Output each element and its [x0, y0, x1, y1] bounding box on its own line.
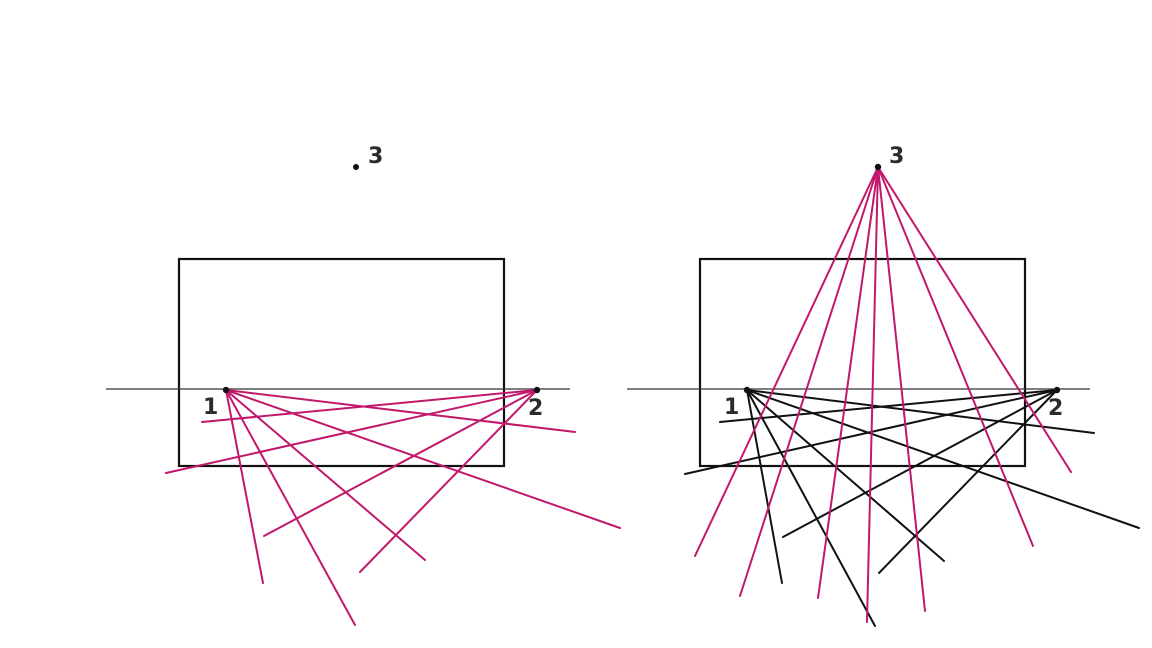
right-vp3-ray — [877, 166, 926, 612]
right-vp2-ray — [782, 389, 1058, 538]
right-panel: 1 2 3 — [627, 144, 1140, 627]
right-vp1-ray — [746, 389, 945, 562]
right-vp2-ray — [719, 389, 1058, 423]
right-rays-from-vp3 — [694, 166, 1072, 623]
left-vp1-ray — [225, 389, 576, 433]
left-vp1-ray — [225, 389, 426, 561]
right-vp1-ray — [746, 389, 876, 627]
left-panel: 1 2 3 — [106, 144, 621, 626]
right-vp2-label: 2 — [1048, 396, 1063, 421]
left-vp1-ray — [225, 389, 356, 626]
right-vp3-ray — [877, 166, 1072, 473]
left-vp1-ray — [225, 389, 264, 584]
left-vp2-dot — [533, 386, 541, 394]
left-picture-frame — [177, 257, 506, 468]
left-vp3-label: 3 — [368, 144, 383, 169]
right-vp1-label: 1 — [724, 395, 739, 420]
right-vp1-dot — [743, 386, 751, 394]
right-picture-frame — [698, 257, 1027, 468]
right-vp3-ray — [866, 166, 879, 623]
right-vp3-ray — [817, 166, 879, 599]
left-vp2-label: 2 — [528, 396, 543, 421]
right-vp2-dot — [1053, 386, 1061, 394]
right-vp3-ray — [694, 166, 879, 557]
left-vp1-label: 1 — [203, 395, 218, 420]
right-vp3-ray — [877, 166, 1034, 547]
left-vp2-ray — [165, 389, 538, 474]
right-vp1-ray — [746, 389, 783, 584]
left-rays-from-vp2 — [165, 389, 538, 573]
left-vp2-ray — [359, 389, 538, 573]
left-vp3-dot — [353, 164, 359, 170]
left-vp1-dot — [222, 386, 230, 394]
right-vp2-ray — [878, 389, 1058, 574]
right-vp3-label: 3 — [889, 144, 904, 169]
right-vp3-dot — [874, 163, 882, 171]
right-vp3-ray — [739, 166, 879, 597]
left-vp2-ray — [201, 389, 538, 423]
left-vp2-ray — [263, 389, 538, 537]
